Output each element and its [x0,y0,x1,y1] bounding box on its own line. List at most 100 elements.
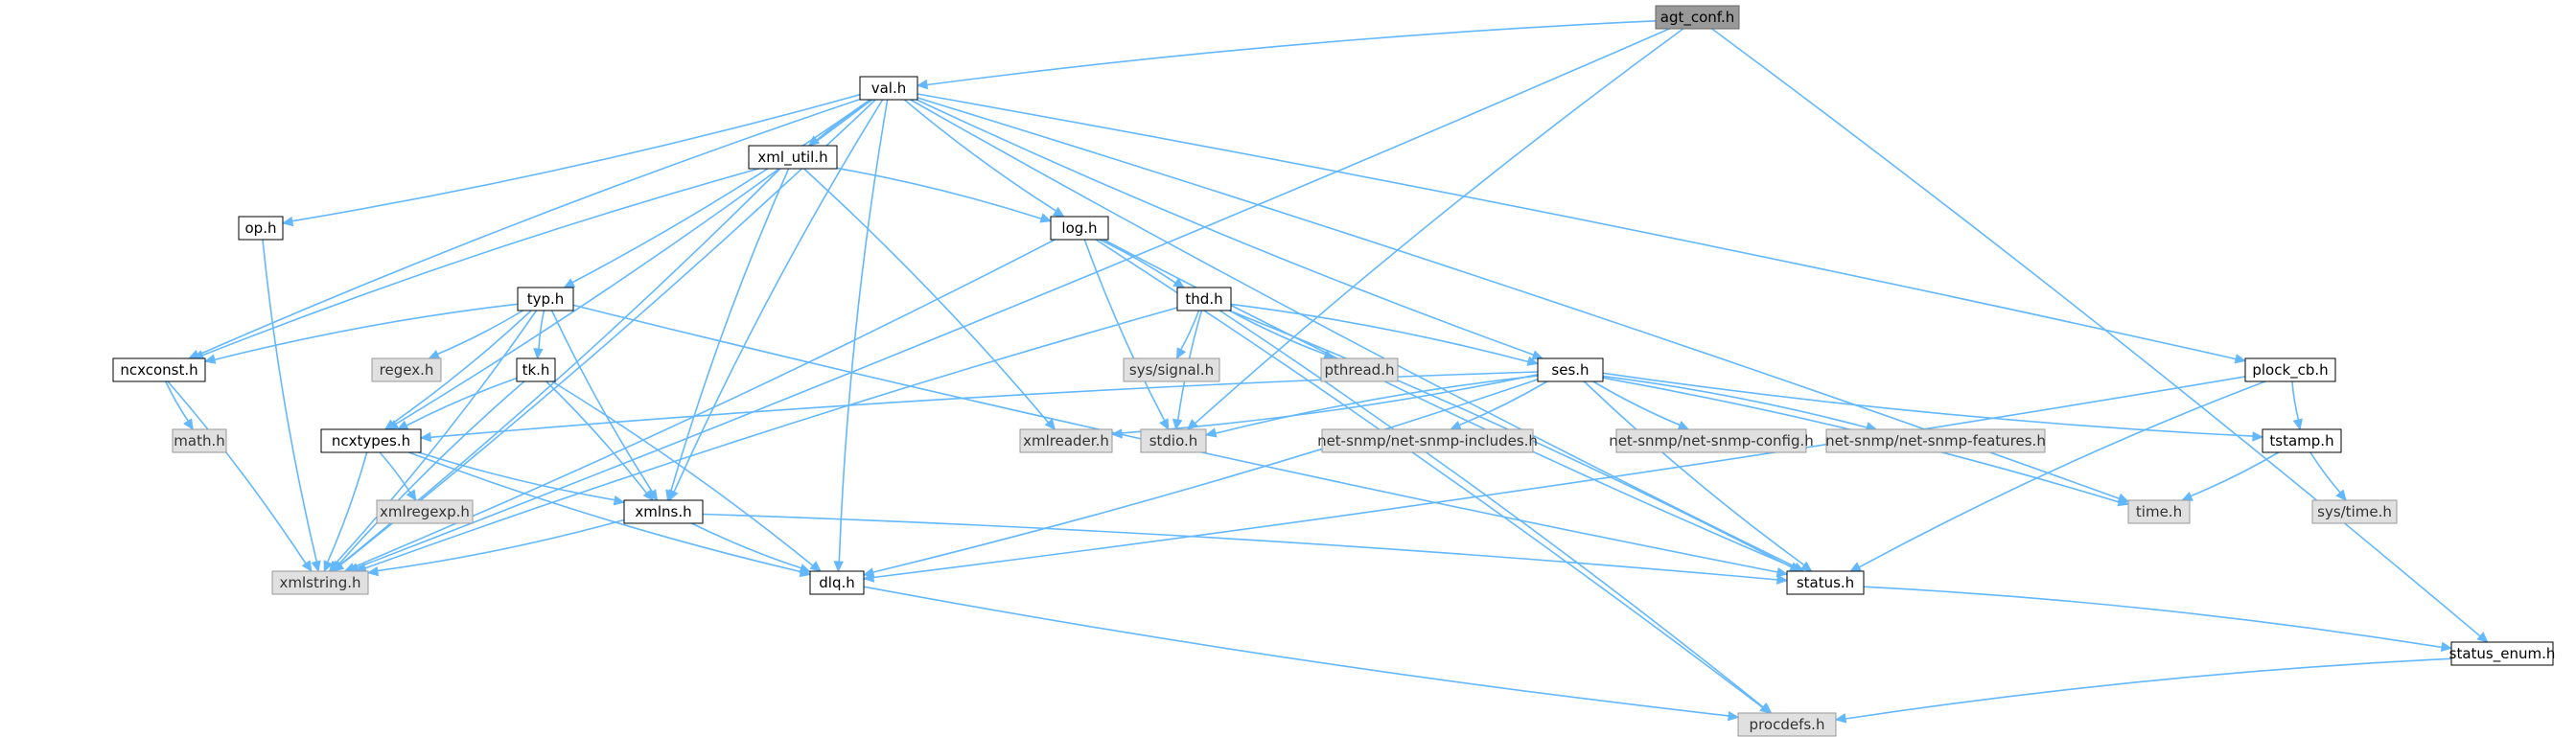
node-plock-cb[interactable]: plock_cb.h [2244,357,2336,382]
arrowhead-val-to-dlq [833,561,844,573]
edge-dlq-to-procdefs [863,586,1729,717]
node-label: tstamp.h [2269,432,2333,449]
node-math: math.h [172,428,227,453]
arrowhead-ncxconst-to-math [183,418,194,431]
node-label: math.h [174,432,224,449]
node-label: plock_cb.h [2252,361,2328,380]
node-box [623,499,704,524]
node-label: val.h [871,80,907,97]
node-box [1320,357,1399,382]
arrowhead-ncxconst-to-xmlstring [301,560,313,573]
arrowhead-typ-to-status [1775,566,1789,578]
node-box [2244,357,2336,382]
node-time: time.h [2127,499,2191,524]
node-thd[interactable]: thd.h [1176,287,1232,311]
node-box [320,428,422,453]
node-netsnmp-feat: net-snmp/net-snmp-features.h [1825,428,2046,453]
node-sys-signal: sys/signal.h [1123,357,1220,382]
arrowhead-xml_util-to-xmlns [665,489,676,502]
node-label: regex.h [380,361,434,379]
edge-thd-to-pthread [1228,310,1326,356]
node-status-enum[interactable]: status_enum.h [2449,641,2556,666]
arrowhead-agt_conf-to-val [916,79,929,90]
arrowhead-xmlns-to-dlq [799,564,812,574]
arrowhead-tstamp-to-time [2181,491,2193,501]
edge-xml_util-to-xmlreader [803,168,1050,424]
node-label: thd.h [1185,290,1222,308]
node-label: sys/time.h [2317,503,2392,520]
node-xmlreader: xmlreader.h [1019,428,1113,453]
edge-ses-to-status [1583,380,1805,566]
edge-val-to-log [903,99,1057,212]
arrowhead-log-to-thd [1172,277,1185,288]
node-label: ncxtypes.h [332,432,410,449]
arrowhead-val-to-log [1052,206,1065,218]
node-stdio: stdio.h [1140,428,1207,453]
edge-tstamp-to-sys_time [2309,451,2341,494]
node-box [371,357,442,382]
arrowhead-xml_util-to-xmlreader [1044,418,1056,430]
edge-ncxconst-to-math [165,380,189,422]
edge-plock_cb-to-status [1858,380,2266,568]
edge-typ-to-ncxconst [214,303,519,361]
node-xml-util[interactable]: xml_util.h [748,145,838,170]
arrowhead-thd-to-sys_signal [1175,347,1187,360]
node-typ[interactable]: typ.h [517,287,574,311]
node-label: tk.h [522,361,550,379]
node-xmlns[interactable]: xmlns.h [623,499,704,524]
edge-tstamp-to-time [2190,451,2280,497]
edge-val-to-typ [571,99,870,284]
arrowhead-dlq-to-procdefs [1728,710,1740,722]
edge-val-to-dlq [838,99,889,563]
node-label: procdefs.h [1750,716,1825,733]
edge-tk-to-dlq [551,380,814,566]
arrowhead-xml_util-to-log [1039,213,1053,223]
arrowhead-status_enum-to-procdefs [1834,713,1847,724]
node-status[interactable]: status.h [1786,570,1865,595]
edge-xml_util-to-xmlns [670,168,790,492]
node-tk[interactable]: tk.h [516,357,556,382]
arrowhead-tk-to-xmlns [642,489,654,501]
edge-typ-to-regex [437,310,523,356]
edge-agt_conf-to-xmlstring [357,28,1670,568]
node-label: log.h [1061,219,1097,237]
node-ncxtypes[interactable]: ncxtypes.h [320,428,422,453]
arrowhead-ncxtypes-to-xmlstring [323,560,334,573]
edge-ncxtypes-to-dlq [408,451,801,573]
edge-val-to-xmlstring [339,99,876,566]
node-log[interactable]: log.h [1050,216,1109,241]
edge-xmlns-to-xmlstring [377,518,625,572]
node-label: dlq.h [819,574,855,591]
edge-agt_conf-to-val [926,20,1657,86]
arrowhead-ses-to-netsnmp_conf [1677,420,1690,430]
edge-val-to-plock_cb [917,93,2237,360]
edge-ses-to-netsnmp_conf [1592,380,1681,426]
edge-xml_util-to-log [836,167,1042,219]
arrowhead-thd-to-stdio [1172,418,1183,431]
edge-val-to-ses [916,99,1534,356]
node-ses[interactable]: ses.h [1537,357,1604,382]
node-ncxconst[interactable]: ncxconst.h [112,357,206,382]
edge-ncxtypes-to-xmlstring [326,451,368,563]
arrowhead-tk-to-xmlstring [331,560,343,572]
edge-ncxtypes-to-xmlns [418,451,615,501]
edge-status_enum-to-procdefs [1845,657,2452,720]
node-tstamp[interactable]: tstamp.h [2262,428,2342,453]
node-op[interactable]: op.h [238,216,284,241]
edge-agt_conf-to-stdio [1195,28,1684,425]
arrowhead-ses-to-time [2117,496,2130,507]
node-label: status.h [1797,574,1854,591]
node-box [517,287,574,311]
node-val[interactable]: val.h [859,76,918,101]
node-dlq[interactable]: dlq.h [809,570,865,595]
node-box [1321,428,1534,453]
arrowhead-val-to-plock_cb [2234,354,2247,364]
edge-xmlns-to-status [702,513,1778,581]
arrowhead-thd-to-ses [1526,356,1540,366]
node-box [1786,570,1865,595]
arrowhead-tstamp-to-sys_time [2335,489,2347,501]
edge-xml_util-to-ncxconst [201,168,759,357]
arrowhead-ncxtypes-to-xmlns [613,495,626,506]
